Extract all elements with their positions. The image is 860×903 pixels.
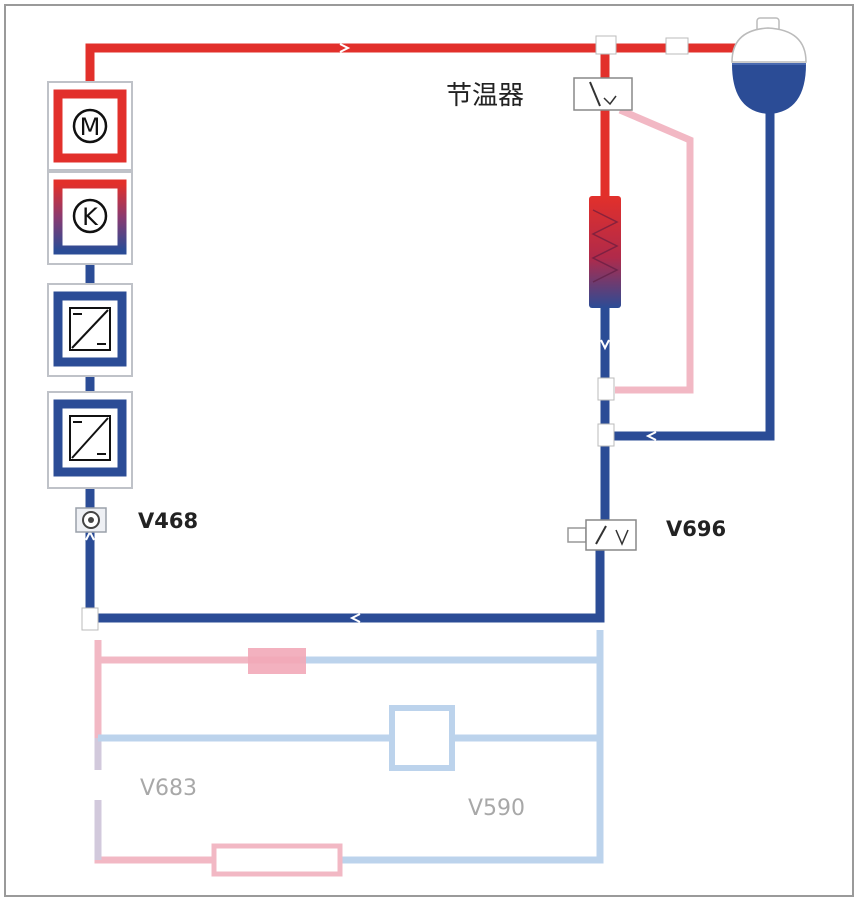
hot-coolant-lines bbox=[85, 43, 758, 394]
converter-unit-2 bbox=[47, 391, 133, 489]
thermostat-valve: 节温器 bbox=[446, 77, 633, 111]
check-valve-top bbox=[665, 37, 689, 55]
motor-unit: M bbox=[47, 81, 133, 171]
bypass-line bbox=[615, 106, 694, 394]
label-v696: V696 bbox=[666, 517, 726, 541]
compressor-unit: K bbox=[47, 171, 133, 265]
label-thermostat: 节温器 bbox=[446, 81, 524, 111]
junction-top bbox=[595, 35, 617, 55]
expansion-tank bbox=[731, 17, 807, 114]
pump-v468: V468 bbox=[75, 507, 198, 533]
valve-v696-icon bbox=[595, 525, 607, 545]
valve-v696: V696 bbox=[567, 517, 726, 551]
inactive-circuits bbox=[92, 630, 604, 877]
label-v590: V590 bbox=[468, 796, 525, 821]
compressor-symbol-label: K bbox=[82, 203, 99, 231]
junction-left bbox=[81, 607, 99, 631]
motor-symbol-label: M bbox=[80, 113, 101, 141]
converter-unit-1 bbox=[47, 283, 133, 377]
converter-2-icon bbox=[71, 417, 109, 459]
compressor-icon bbox=[72, 198, 108, 234]
faint-heater-element bbox=[248, 648, 306, 674]
radiator-cooler bbox=[589, 196, 621, 308]
faint-box-component bbox=[389, 705, 455, 771]
motor-icon bbox=[72, 108, 108, 144]
converter-1-icon bbox=[71, 309, 109, 349]
thermostat-icon bbox=[589, 81, 601, 107]
label-v468: V468 bbox=[138, 509, 198, 533]
junction-return bbox=[597, 423, 615, 447]
cold-coolant-lines bbox=[85, 110, 775, 623]
faint-heat-exchanger bbox=[211, 843, 343, 877]
flow-arrows bbox=[85, 43, 657, 623]
junction-bypass bbox=[597, 377, 615, 401]
label-v683: V683 bbox=[140, 776, 197, 801]
